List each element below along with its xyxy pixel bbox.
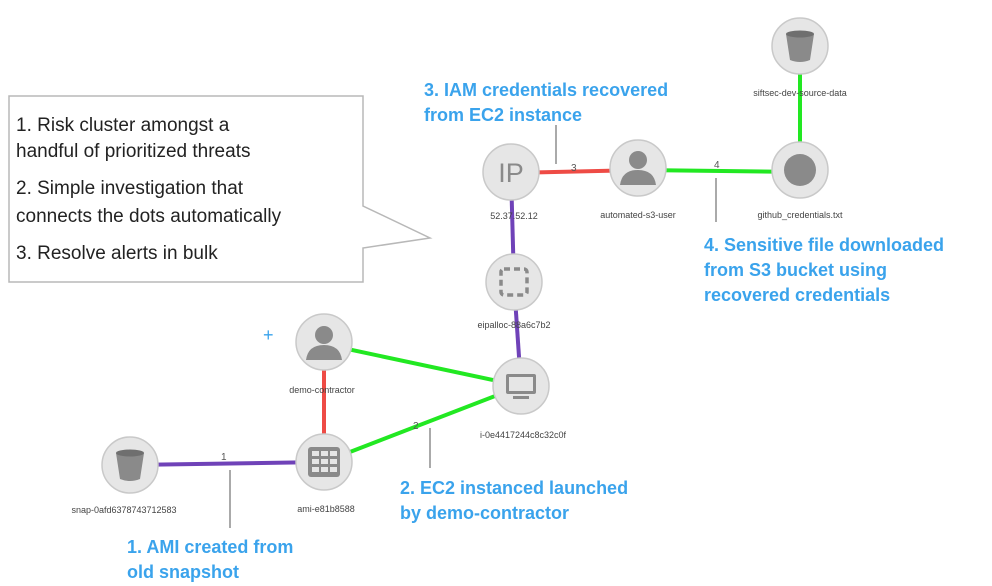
tooltip-line-5: 3. Resolve alerts in bulk	[16, 243, 218, 264]
plus-icon[interactable]: +	[263, 325, 274, 345]
callout-2-line-1: 2. EC2 instanced launched	[400, 478, 628, 498]
node-label-s3user: automated-s3-user	[600, 210, 676, 220]
node-instance[interactable]: i-0e4417244c8c32c0f	[480, 357, 567, 440]
callout-4-line-2: from S3 bucket using	[704, 260, 887, 280]
user-icon	[620, 151, 656, 185]
callout-3-line-1: 3. IAM credentials recovered	[424, 80, 668, 100]
node-label-bucket: siftsec-dev-source-data	[753, 88, 847, 98]
edge-label-1: 1	[221, 452, 227, 463]
node-contractor[interactable]: demo-contractor	[289, 313, 355, 395]
callout-3-line-2: from EC2 instance	[424, 105, 582, 125]
node-file[interactable]: github_credentials.txt	[757, 141, 843, 220]
node-label-ami: ami-e81b8588	[297, 504, 355, 514]
info-tooltip: 1. Risk cluster amongst a handful of pri…	[8, 95, 433, 283]
bucket-icon	[116, 449, 144, 481]
callout-1-line-1: 1. AMI created from	[127, 537, 293, 557]
monitor-icon	[506, 374, 536, 399]
dashed-square-icon	[499, 267, 529, 297]
edge-ami-instance	[323, 384, 522, 464]
node-eip[interactable]: eipalloc-88a6c7b2	[477, 253, 551, 330]
ami-grid-icon	[308, 447, 340, 477]
node-bucket[interactable]: siftsec-dev-source-data	[753, 17, 847, 98]
node-label-ip: 52.37.52.12	[490, 211, 538, 221]
tooltip-line-1: 1. Risk cluster amongst a	[16, 115, 230, 136]
circle-icon	[784, 154, 816, 186]
tooltip-line-4: connects the dots automatically	[16, 206, 282, 227]
tooltip-line-3: 2. Simple investigation that	[16, 178, 244, 199]
edge-label-2: 2	[413, 421, 419, 432]
callout-4-line-1: 4. Sensitive file downloaded	[704, 235, 944, 255]
node-s3user[interactable]: automated-s3-user	[600, 139, 676, 220]
edge-contractor-instance	[323, 342, 522, 388]
edge-label-3: 3	[571, 163, 577, 174]
node-ip[interactable]: IP 52.37.52.12	[482, 143, 540, 221]
user-icon	[306, 326, 342, 360]
node-ami[interactable]: ami-e81b8588	[295, 433, 355, 514]
node-label-snapshot: snap-0afd6378743712583	[71, 505, 176, 515]
callout-4-line-3: recovered credentials	[704, 285, 890, 305]
callout-3: 3. IAM credentials recovered from EC2 in…	[424, 80, 668, 125]
node-label-instance: i-0e4417244c8c32c0f	[480, 430, 567, 440]
node-snapshot[interactable]: snap-0afd6378743712583	[71, 436, 177, 515]
ip-glyph: IP	[498, 158, 524, 188]
node-label-file: github_credentials.txt	[757, 210, 843, 220]
node-label-contractor: demo-contractor	[289, 385, 355, 395]
node-label-eip: eipalloc-88a6c7b2	[477, 320, 550, 330]
callout-4: 4. Sensitive file downloaded from S3 buc…	[704, 235, 944, 305]
tooltip-line-2: handful of prioritized threats	[16, 141, 250, 162]
callout-1: 1. AMI created from old snapshot	[127, 537, 293, 582]
callout-1-line-2: old snapshot	[127, 562, 239, 582]
edge-snapshot-ami	[129, 460, 325, 467]
edge-label-4: 4	[714, 160, 720, 171]
callout-2-line-2: by demo-contractor	[400, 503, 569, 523]
callout-2: 2. EC2 instanced launched by demo-contra…	[400, 478, 628, 523]
bucket-icon	[786, 30, 814, 62]
